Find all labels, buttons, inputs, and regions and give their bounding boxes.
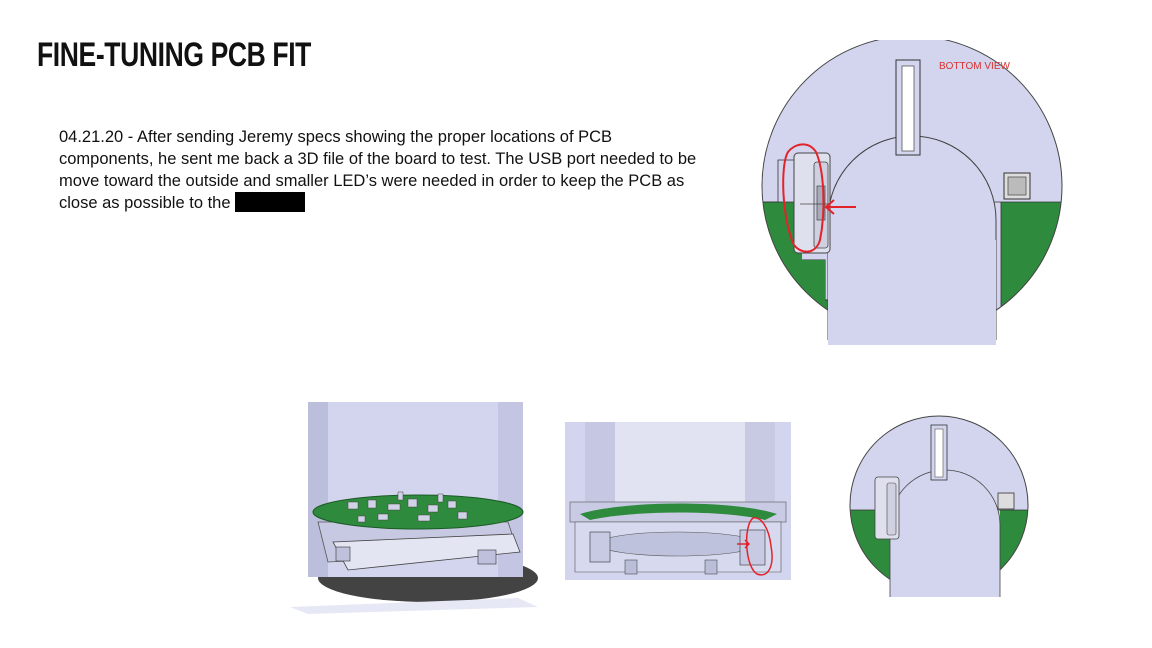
pcb-angle-render [290,402,538,614]
redacted-block [234,192,305,212]
body-paragraph: 04.21.20 - After sending Jeremy specs sh… [59,126,709,214]
slide-title: FINE-TUNING PCB FIT [37,36,311,74]
small-bottom-view [849,415,1029,597]
pcb-side-render [565,422,791,580]
bottom-view-figure [761,40,1063,345]
bottom-view-label: BOTTOM VIEW [939,61,1010,72]
paragraph-text: 04.21.20 - After sending Jeremy specs sh… [59,128,697,212]
